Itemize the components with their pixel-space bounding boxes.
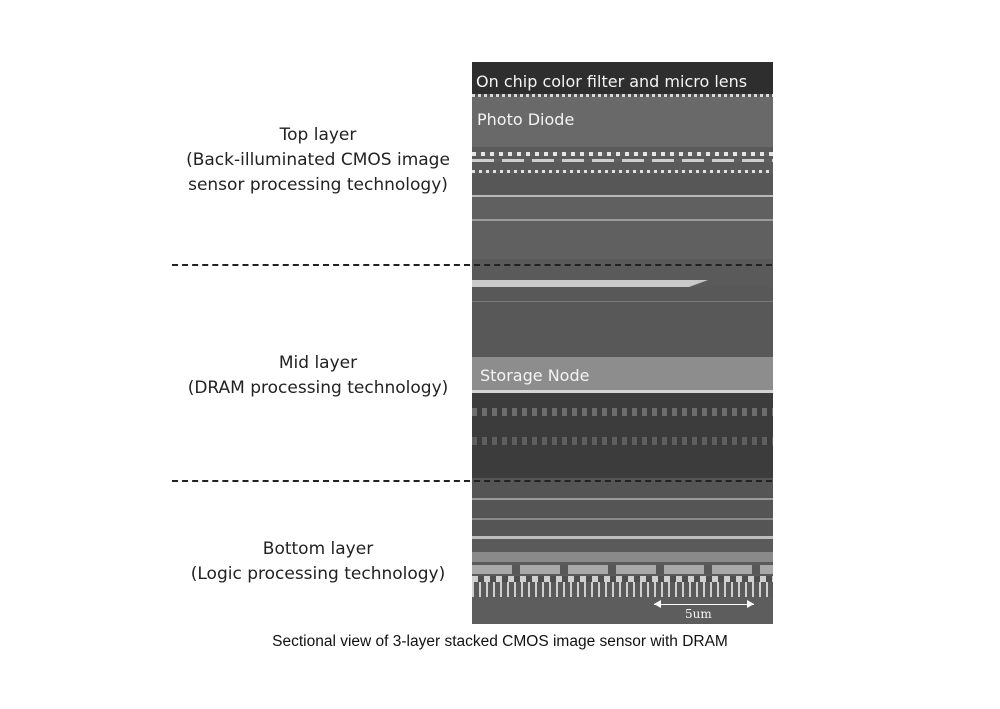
storage-node-band	[472, 357, 773, 392]
top-layer-desc-1: (Back-illuminated CMOS image	[186, 150, 450, 170]
wiring-row-2	[472, 159, 773, 162]
photo-diode-label: Photo Diode	[477, 110, 575, 129]
mid-upper-line	[472, 301, 773, 302]
color-filter-band	[472, 62, 773, 96]
bond-line-2	[472, 219, 773, 221]
bottom-line-2	[472, 518, 773, 520]
scale-bar-label: 5um	[685, 607, 712, 621]
bottom-line-3	[472, 536, 773, 539]
mid-upper	[472, 287, 773, 357]
mid-bottom-boundary	[172, 480, 772, 482]
scale-bar	[654, 600, 754, 608]
micro-lens-edge	[472, 94, 773, 97]
wiring-row-1	[472, 152, 773, 156]
top-substrate	[472, 174, 773, 194]
color-filter-label: On chip color filter and micro lens	[476, 72, 748, 91]
wiring-row-3	[472, 170, 773, 173]
storage-node-label: Storage Node	[480, 366, 590, 385]
dram-cell-row-2	[472, 437, 773, 445]
logic-metal-1	[472, 552, 773, 562]
mid-layer-title: Mid layer	[278, 353, 358, 373]
bond-line-1	[472, 195, 773, 197]
bottom-layer-label: Bottom layer (Logic processing technolog…	[168, 537, 468, 587]
top-lower	[472, 197, 773, 259]
tapered-metal-feature	[472, 280, 708, 287]
logic-metal-3	[472, 576, 773, 582]
sem-micrograph: On chip color filter and micro lens Phot…	[472, 62, 773, 624]
top-layer-desc-2: sensor processing technology)	[188, 175, 448, 195]
photo-diode-region	[472, 97, 773, 147]
mid-layer-desc: (DRAM processing technology)	[187, 378, 449, 398]
bottom-layer-title: Bottom layer	[262, 539, 374, 559]
top-mid-boundary	[172, 264, 772, 266]
top-layer-label: Top layer (Back-illuminated CMOS image s…	[168, 123, 468, 198]
bottom-line-1	[472, 498, 773, 500]
dram-cell-array	[472, 393, 773, 478]
figure-caption: Sectional view of 3-layer stacked CMOS i…	[272, 633, 728, 650]
bottom-upper	[472, 478, 773, 538]
dram-cell-row-1	[472, 408, 773, 416]
mid-layer-label: Mid layer (DRAM processing technology)	[168, 351, 468, 401]
bottom-layer-desc: (Logic processing technology)	[190, 564, 446, 584]
logic-base	[472, 597, 773, 624]
logic-metal-2	[472, 565, 773, 574]
top-layer-title: Top layer	[279, 125, 357, 145]
storage-node-edge	[472, 390, 773, 393]
